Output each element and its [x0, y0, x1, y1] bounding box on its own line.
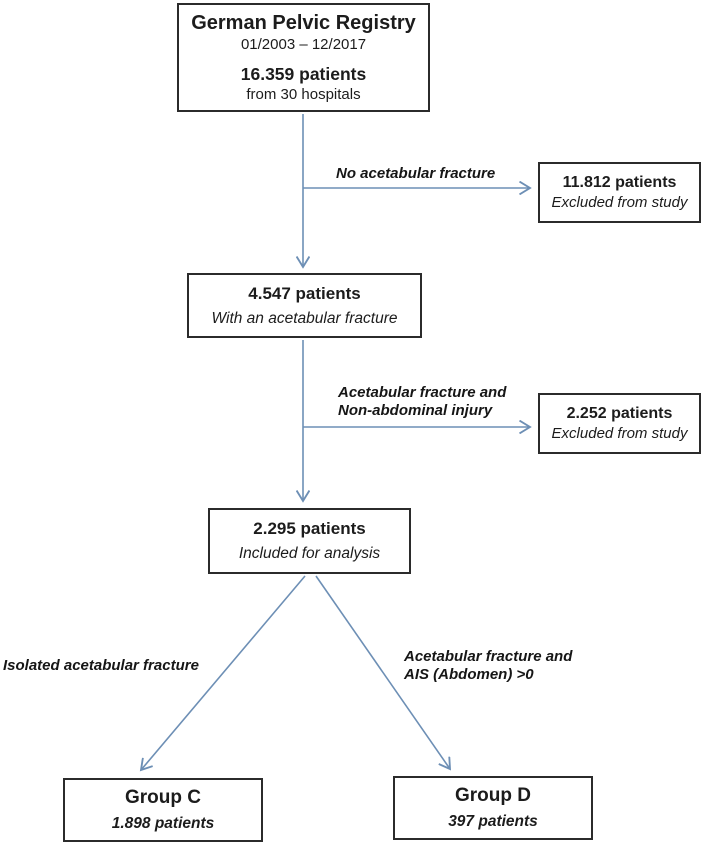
edge-label-abdominal: Acetabular fracture and AIS (Abdomen) >0: [404, 648, 572, 684]
registry-box: German Pelvic Registry 01/2003 – 12/2017…: [177, 3, 430, 112]
registry-title: German Pelvic Registry: [191, 12, 416, 34]
edge-label-abdominal-line1: Acetabular fracture and: [404, 648, 573, 665]
group-c-title: Group C: [125, 787, 201, 808]
group-d-box: Group D 397 patients: [393, 776, 593, 840]
included-box: 2.295 patients Included for analysis: [208, 508, 411, 574]
edge-label-non-abdominal: Acetabular fracture and Non-abdominal in…: [338, 384, 506, 420]
acetabular-fracture-box: 4.547 patients With an acetabular fractu…: [187, 273, 422, 338]
edge-label-isolated: Isolated acetabular fracture: [3, 657, 199, 674]
registry-count: 16.359 patients: [240, 64, 367, 84]
group-c-box: Group C 1.898 patients: [63, 778, 263, 842]
excluded-non-abdominal-note: Excluded from study: [551, 425, 688, 442]
edge-label-non-abdominal-line1: Acetabular fracture and: [338, 384, 507, 401]
acetabular-fracture-count: 4.547 patients: [248, 283, 361, 303]
included-note: Included for analysis: [238, 545, 381, 562]
group-d-title: Group D: [455, 785, 531, 806]
group-c-count: 1.898 patients: [111, 815, 215, 832]
registry-subtitle: from 30 hospitals: [246, 86, 361, 103]
group-d-count: 397 patients: [448, 813, 538, 830]
edge-label-non-abdominal-line2: Non-abdominal injury: [338, 402, 493, 419]
excluded-no-fracture-note: Excluded from study: [551, 194, 688, 211]
excluded-no-fracture-box: 11.812 patients Excluded from study: [538, 162, 701, 223]
acetabular-fracture-note: With an acetabular fracture: [211, 309, 398, 327]
edge-label-abdominal-line2: AIS (Abdomen) >0: [404, 666, 534, 683]
excluded-non-abdominal-count: 2.252 patients: [566, 405, 673, 422]
edge-label-no-fracture: No acetabular fracture: [336, 165, 496, 182]
included-count: 2.295 patients: [253, 519, 366, 538]
excluded-no-fracture-count: 11.812 patients: [562, 174, 677, 191]
registry-period: 01/2003 – 12/2017: [240, 36, 367, 53]
excluded-non-abdominal-box: 2.252 patients Excluded from study: [538, 393, 701, 454]
